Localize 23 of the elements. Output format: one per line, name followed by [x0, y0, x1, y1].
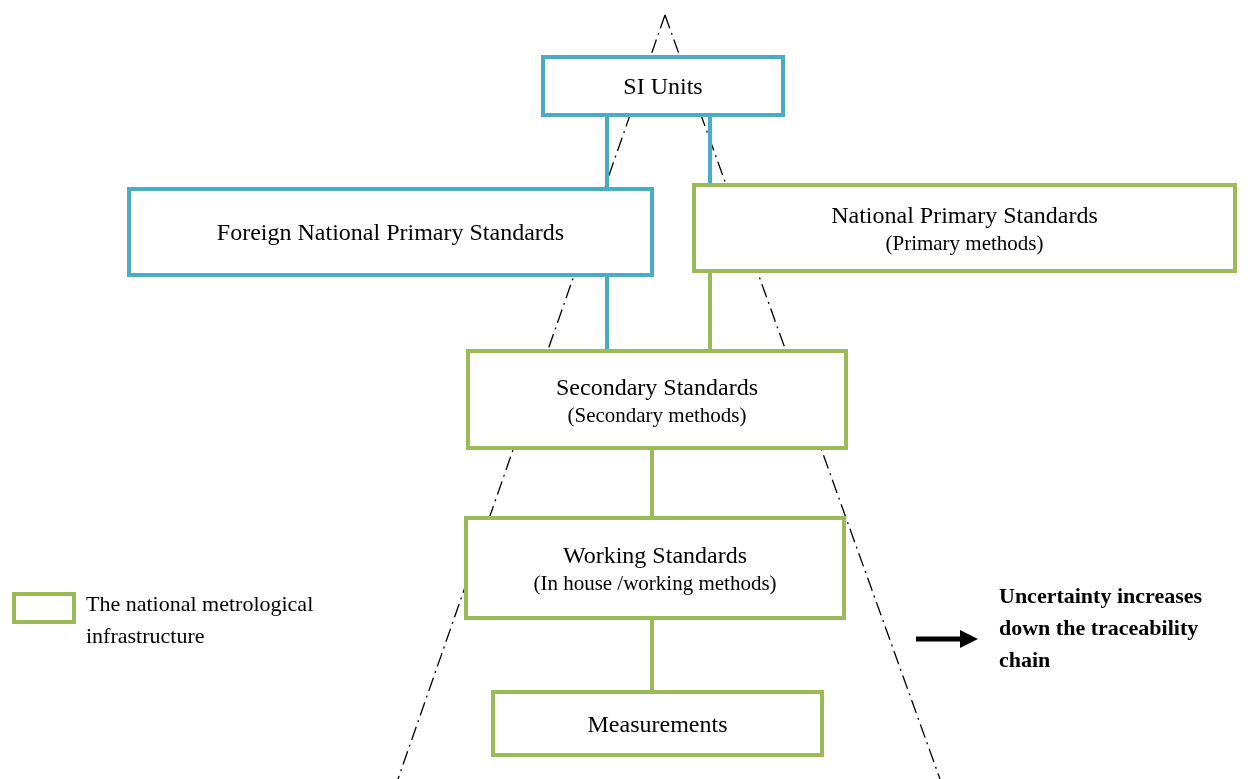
- connector-line: [605, 117, 609, 187]
- connector-line: [708, 273, 712, 349]
- standard-box: [692, 183, 1237, 273]
- box-subtitle: (In house /working methods): [533, 570, 777, 596]
- box-title: Secondary Standards: [556, 372, 758, 402]
- connector-line: [605, 277, 609, 349]
- connector-line: [650, 620, 654, 690]
- legend-text: The national metrological infrastructure: [86, 590, 315, 650]
- connector-line: [650, 450, 654, 516]
- connector-line: [708, 117, 712, 183]
- standard-box: [127, 187, 654, 277]
- standard-box: [541, 55, 785, 117]
- box-title: Foreign National Primary Standards: [216, 218, 565, 247]
- box-title: Measurements: [587, 709, 728, 739]
- standard-box: [466, 349, 848, 450]
- standard-box: [491, 690, 824, 757]
- standard-box: [464, 516, 846, 620]
- box-subtitle: (Secondary methods): [567, 401, 747, 428]
- box-title: National Primary Standards: [831, 201, 1098, 230]
- note-text: Uncertainty increases down the traceability chain: [999, 582, 1204, 674]
- box-subtitle: (Primary methods): [885, 230, 1044, 256]
- box-title: Working Standards: [562, 541, 747, 570]
- box-title: SI Units: [623, 72, 703, 101]
